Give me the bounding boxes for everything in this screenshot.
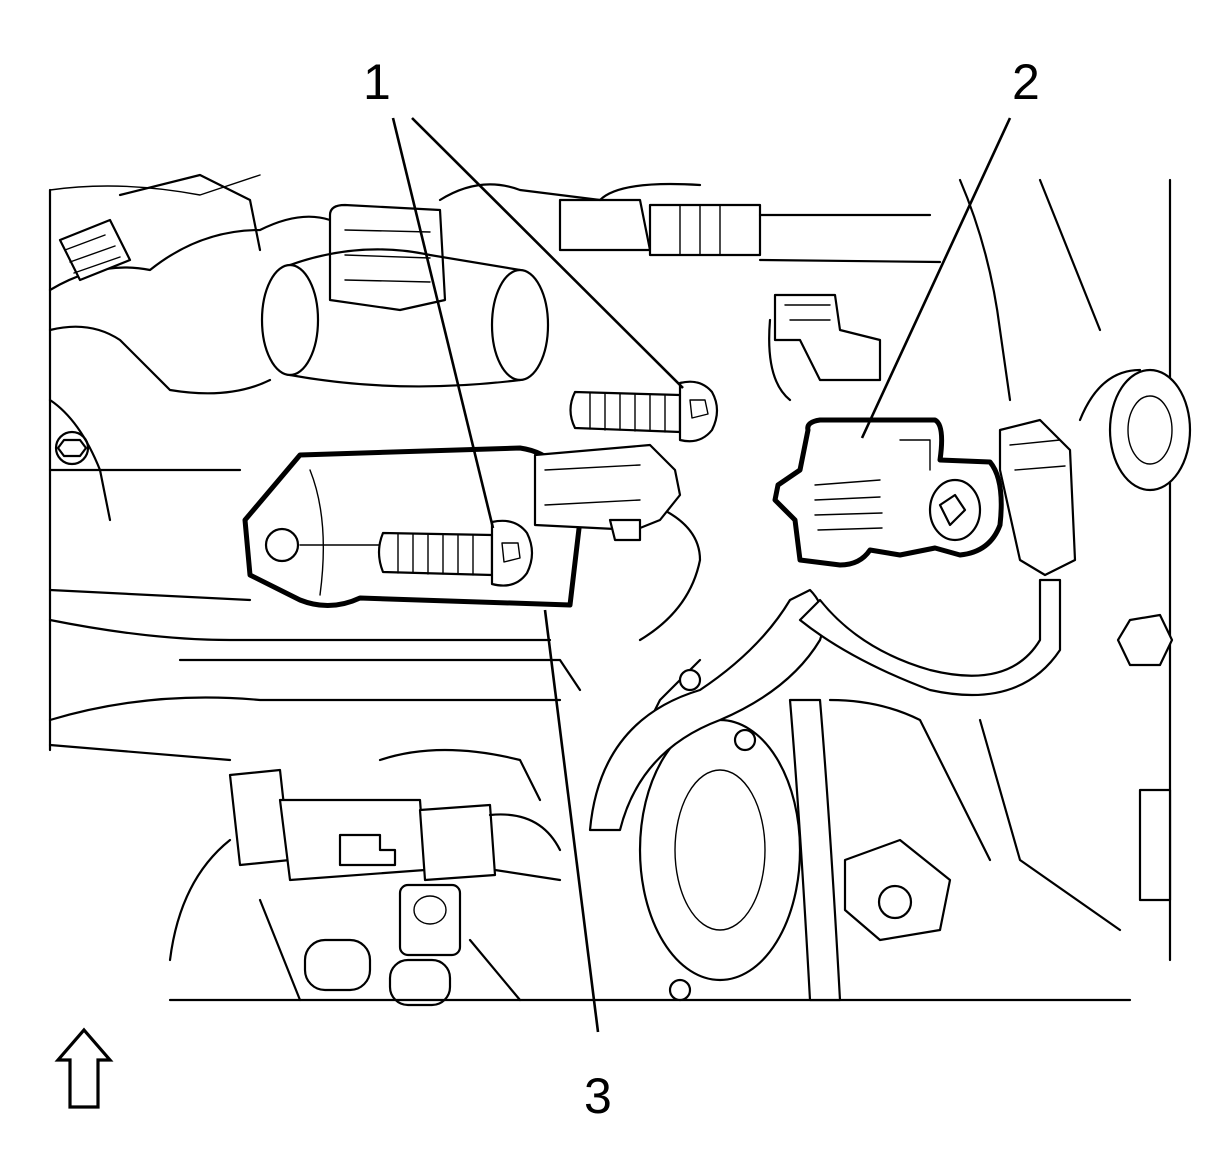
bolt-lower — [377, 519, 534, 587]
up-arrow-icon — [54, 1027, 114, 1109]
callout-label-1: 1 — [363, 54, 391, 110]
leader-2 — [860, 117, 1012, 439]
bolt-upper — [569, 380, 719, 443]
leader-1-to-upper-bolt — [411, 117, 684, 389]
callout-label-2: 2 — [1012, 54, 1040, 110]
engine-background — [48, 173, 1192, 1007]
sensor-assembly — [242, 443, 682, 608]
harness-connector — [772, 417, 1077, 577]
callout-label-3: 3 — [584, 1068, 612, 1124]
leader-lines — [391, 117, 1012, 1033]
leader-3 — [543, 609, 600, 1033]
leader-1-to-lower-bolt — [391, 117, 495, 529]
